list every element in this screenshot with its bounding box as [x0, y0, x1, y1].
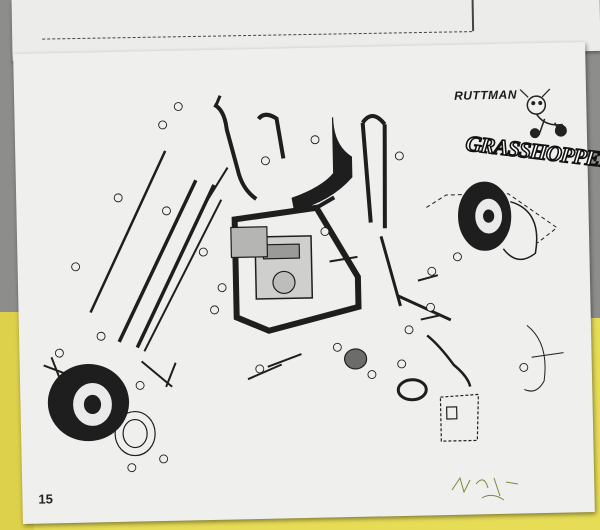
fork-left [117, 179, 198, 343]
fork-right [135, 184, 216, 349]
sprocket [344, 348, 368, 370]
manual-page: RUTTMAN GRASSHOPPER [13, 42, 600, 524]
vertical-rule [471, 0, 474, 32]
page-number: 15 [38, 491, 54, 507]
brake-band [396, 378, 428, 402]
brake-cable [426, 334, 472, 387]
grasshopper-mascot-icon [519, 88, 567, 139]
handlebar [213, 103, 258, 201]
dashed-rule [42, 31, 473, 40]
tie-rod [89, 150, 167, 314]
exploded-parts-diagram [43, 95, 564, 473]
pencil-scribble [451, 476, 519, 501]
seat [291, 117, 353, 211]
rear-shock [379, 235, 402, 307]
front-rim [114, 410, 156, 457]
rear-axle [397, 294, 452, 322]
brand-logo: RUTTMAN GRASSHOPPER [454, 68, 600, 191]
